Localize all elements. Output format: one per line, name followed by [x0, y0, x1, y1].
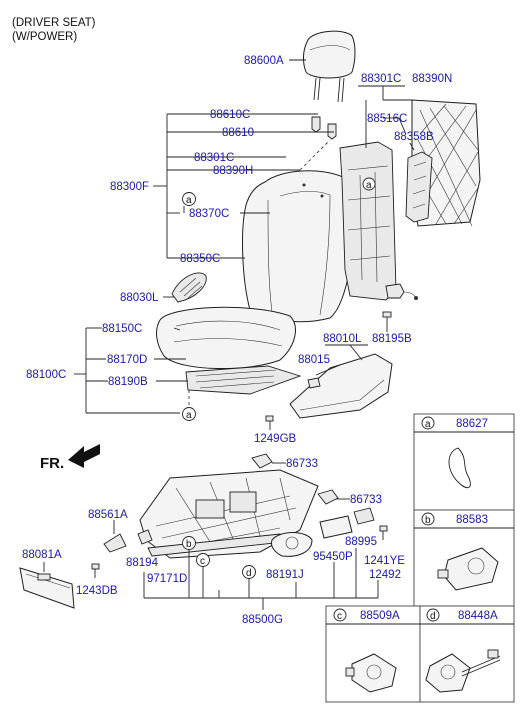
legend-c-letter: c — [337, 611, 342, 622]
label-88516C: 88516C — [367, 113, 407, 125]
screw-1249GB — [265, 415, 274, 430]
assembly-bracket-88300F — [153, 113, 334, 259]
lumbar-support — [405, 151, 433, 223]
label-88350C: 88350C — [180, 253, 220, 265]
wire-88627-icon — [448, 447, 471, 489]
bracket-86733-lower — [317, 489, 339, 505]
header-line-2: (W/POWER) — [12, 31, 77, 43]
legend-d-letter: d — [430, 611, 436, 622]
front-arrow-icon — [68, 444, 100, 468]
assembly-bracket-88500G — [143, 548, 379, 610]
label-88500G: 88500G — [242, 614, 283, 626]
label-88191J: 88191J — [266, 569, 304, 581]
screw-1243DB — [91, 563, 100, 578]
seat-back-frame: a — [339, 141, 418, 301]
label-12492: 12492 — [369, 569, 401, 581]
callout-a-bracket: a — [186, 195, 192, 206]
cushion-frame-bracket — [74, 327, 190, 414]
recliner-knob-cover — [171, 272, 207, 303]
legend-d-part: 88448A — [458, 610, 498, 622]
clip-88194 — [137, 529, 153, 545]
legend-a-part: 88627 — [456, 418, 488, 430]
control-module-95450P — [319, 515, 353, 539]
seat-motor — [271, 532, 313, 557]
legend-c-part: 88509A — [360, 610, 400, 622]
label-88195B: 88195B — [372, 333, 412, 345]
label-88015: 88015 — [298, 354, 330, 366]
seat-back-cushion — [242, 170, 357, 323]
label-88358B: 88358B — [394, 131, 434, 143]
callout-a-cushion: a — [186, 410, 192, 421]
motor-88448A-icon — [425, 649, 501, 693]
label-88600A: 88600A — [244, 55, 284, 67]
label-88300F: 88300F — [110, 181, 149, 193]
label-1241YE: 1241YE — [364, 555, 405, 567]
bracket-86733-upper — [251, 453, 273, 469]
callout-b-frame: b — [186, 539, 192, 550]
label-88995: 88995 — [345, 536, 377, 548]
trim-88081A — [19, 567, 75, 609]
motor-88583-icon — [437, 547, 499, 591]
label-88030L: 88030L — [120, 292, 159, 304]
label-1243DB: 1243DB — [76, 585, 118, 597]
power-seat-frame — [139, 469, 319, 559]
callout-c-frame: c — [200, 556, 205, 567]
header-line-1: (DRIVER SEAT) — [12, 17, 96, 29]
callout-a-frame: a — [366, 180, 372, 191]
label-88081A: 88081A — [22, 549, 62, 561]
legend-a-letter: a — [425, 419, 431, 430]
bolt-88195B — [382, 311, 392, 332]
label-88610: 88610 — [222, 127, 254, 139]
label-95450P: 95450P — [313, 551, 353, 563]
label-88390N: 88390N — [412, 73, 452, 85]
front-direction-label: FR. — [40, 455, 64, 472]
label-97171D: 97171D — [147, 573, 187, 585]
legend-b-part: 88583 — [456, 514, 488, 526]
callout-d-frame: d — [246, 568, 252, 579]
label-88194: 88194 — [126, 557, 159, 569]
label-88150C: 88150C — [102, 323, 142, 335]
label-88190B: 88190B — [108, 376, 148, 388]
label-88010L: 88010L — [323, 333, 362, 345]
label-86733-upper: 86733 — [286, 458, 318, 470]
label-1249GB: 1249GB — [254, 433, 297, 445]
cover-88995 — [353, 507, 375, 525]
motor-88509A-icon — [345, 653, 397, 693]
label-88100C: 88100C — [26, 369, 66, 381]
label-86733-lower: 86733 — [350, 494, 382, 506]
label-88301C-lower: 88301C — [194, 152, 234, 164]
legend-b-letter: b — [425, 515, 431, 526]
label-88170D: 88170D — [107, 354, 147, 366]
label-88301C-upper: 88301C — [361, 73, 401, 85]
headrest-drawing — [303, 30, 356, 103]
seat-cushion-pad — [185, 365, 302, 395]
cover-88561A — [103, 533, 127, 553]
guide-sleeves — [311, 116, 337, 140]
screw-1241YE — [379, 525, 388, 540]
label-88561A: 88561A — [88, 509, 128, 521]
label-88390H: 88390H — [213, 165, 253, 177]
label-88610C: 88610C — [210, 109, 250, 121]
label-88370C: 88370C — [189, 208, 229, 220]
seat-cushion — [156, 306, 296, 369]
